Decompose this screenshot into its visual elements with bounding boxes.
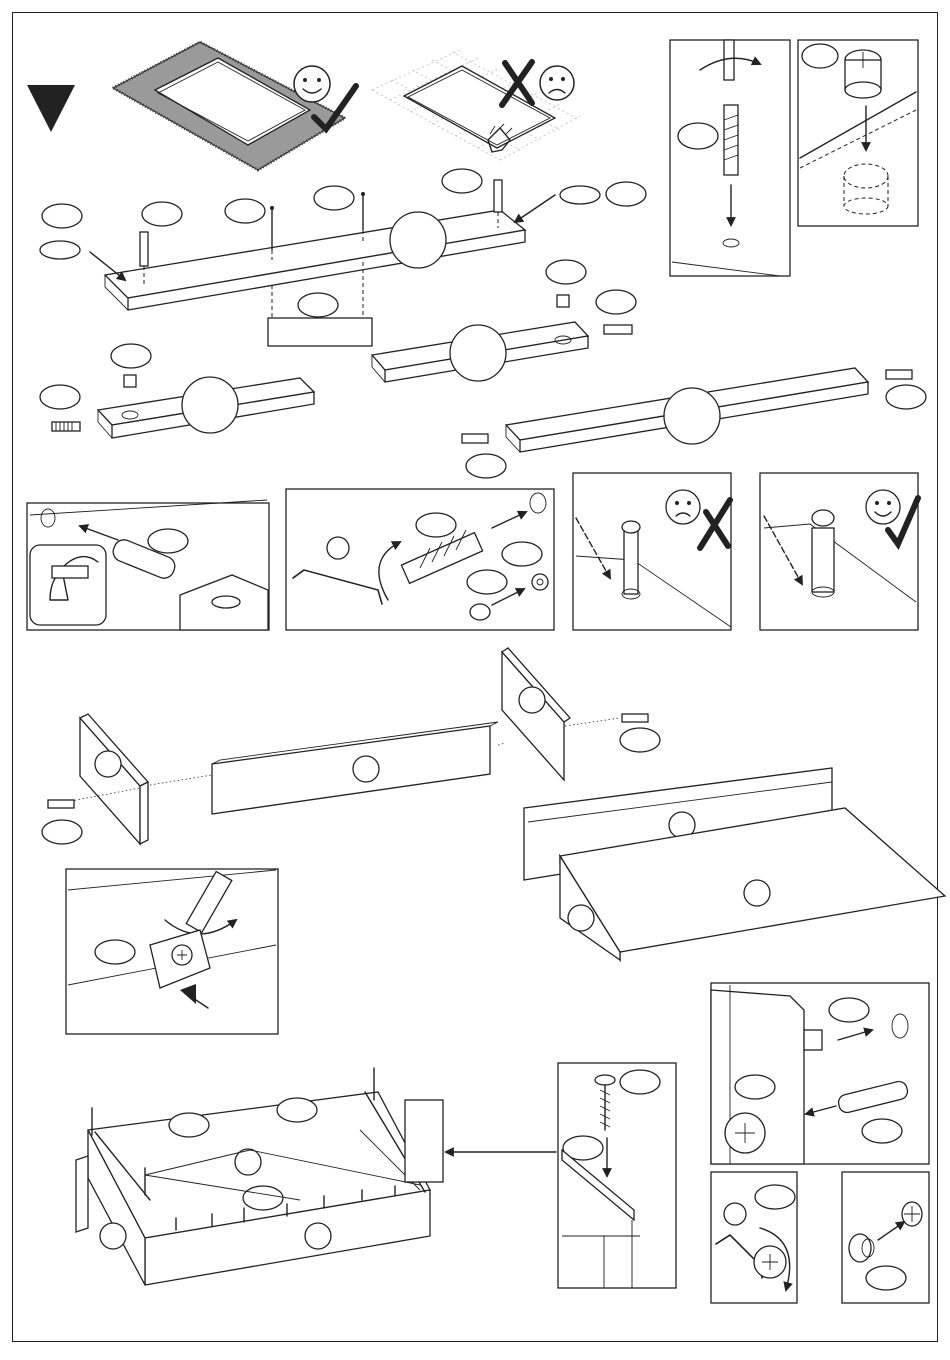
short-panel bbox=[372, 260, 636, 382]
sad-face-icon bbox=[540, 66, 574, 100]
rail-right bbox=[462, 368, 926, 478]
corner-block-panel bbox=[66, 869, 278, 1034]
dowel-insert-panel bbox=[27, 500, 269, 630]
cam-bolt-wrong-panel bbox=[573, 473, 731, 630]
sad-face-icon bbox=[666, 490, 700, 524]
safety-goggles-icon bbox=[52, 566, 88, 578]
warning-triangle-icon bbox=[27, 85, 75, 132]
protective-mat-correct bbox=[113, 42, 356, 170]
hex-key-detail-panel-b bbox=[711, 1172, 797, 1303]
hex-key-bolt-panel bbox=[286, 489, 554, 630]
box-assembly bbox=[524, 768, 945, 960]
drawer-assembly bbox=[76, 1068, 556, 1285]
dowel-detail-panel-b bbox=[711, 983, 929, 1164]
screw-insert-detail-panel bbox=[670, 40, 790, 276]
no-protective-mat-wrong bbox=[372, 50, 580, 160]
happy-face-icon bbox=[294, 66, 330, 102]
cap-detail-panel bbox=[842, 1172, 929, 1303]
cam-bolt-right-panel bbox=[760, 473, 918, 630]
cam-lock-detail-panel bbox=[798, 40, 918, 226]
long-panel-step1 bbox=[40, 169, 646, 346]
happy-face-icon bbox=[866, 490, 900, 524]
screw-detail-panel bbox=[558, 1063, 676, 1288]
rail-left bbox=[40, 344, 314, 438]
